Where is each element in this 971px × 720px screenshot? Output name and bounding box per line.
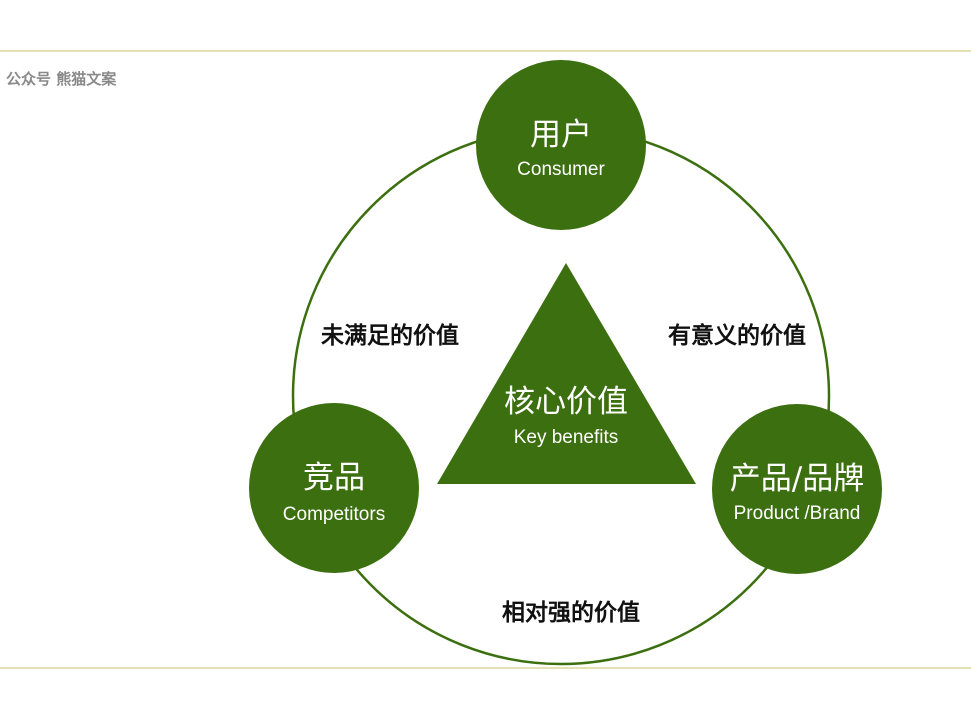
edge-label-meaningful-value: 有意义的价值 xyxy=(668,322,806,349)
top-divider-line xyxy=(0,50,971,52)
consumer-subtitle: Consumer xyxy=(517,159,605,180)
competitors-node xyxy=(249,403,419,573)
consumer-title: 用户 xyxy=(530,117,592,153)
center-subtitle: Key benefits xyxy=(514,427,619,448)
product-brand-node xyxy=(712,404,882,574)
consumer-node xyxy=(476,60,646,230)
product-brand-title: 产品/品牌 xyxy=(730,461,864,497)
edge-label-relative-strength-value: 相对强的价值 xyxy=(502,599,640,626)
edge-label-unmet-value: 未满足的价值 xyxy=(321,322,459,349)
competitors-subtitle: Competitors xyxy=(283,504,385,525)
watermark-text: 公众号 熊猫文案 xyxy=(6,70,117,88)
product-brand-subtitle: Product /Brand xyxy=(734,503,861,524)
competitors-title: 竞品 xyxy=(303,460,365,496)
center-title: 核心价值 xyxy=(504,384,628,420)
bottom-divider-line xyxy=(0,667,971,669)
core-triangle xyxy=(437,263,696,484)
